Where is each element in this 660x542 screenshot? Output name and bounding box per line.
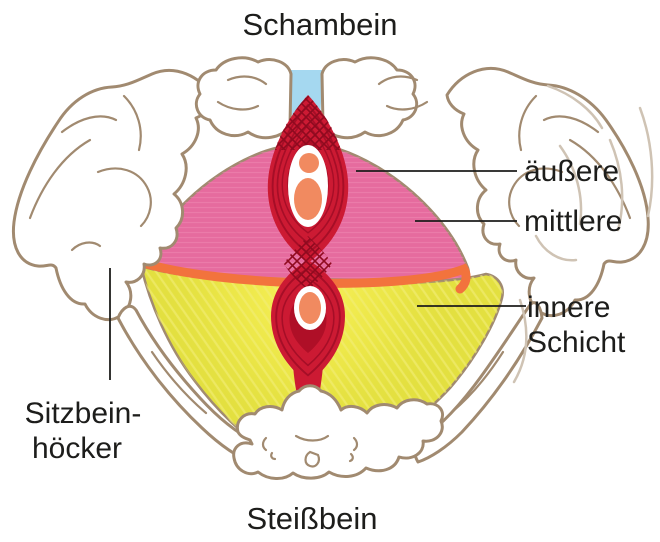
pointer-lines <box>109 170 526 380</box>
left-pubic-bone <box>194 56 293 140</box>
coccyx-label: Steißbein <box>247 501 378 536</box>
left-hip-bone <box>11 68 215 321</box>
vagina-opening <box>294 178 322 220</box>
divider-band-shape <box>135 257 471 294</box>
pubic-bone-label: Schambein <box>242 7 397 42</box>
ischial-tuberosity-label-line1: Sitzbein- <box>25 397 142 430</box>
outer-layer-label: äußere <box>524 155 619 188</box>
faded-bone-lines <box>512 84 654 384</box>
ischial-tuberosity-label-line2: höcker <box>32 432 122 465</box>
inner-layer-label-line1: innere <box>527 291 610 324</box>
urethra-opening <box>299 153 319 173</box>
middle-layer-label: mittlere <box>524 205 622 238</box>
inner-layer-label-line2: Schicht <box>527 326 626 359</box>
sacrum-coccyx-bone <box>232 384 444 480</box>
right-hip-bone <box>445 66 650 317</box>
right-pubic-bone <box>320 56 419 140</box>
bone-detail-lines <box>28 75 632 468</box>
pelvic-bones <box>11 56 650 468</box>
outer-layer-muscle <box>267 95 349 419</box>
anus-opening <box>299 292 321 324</box>
